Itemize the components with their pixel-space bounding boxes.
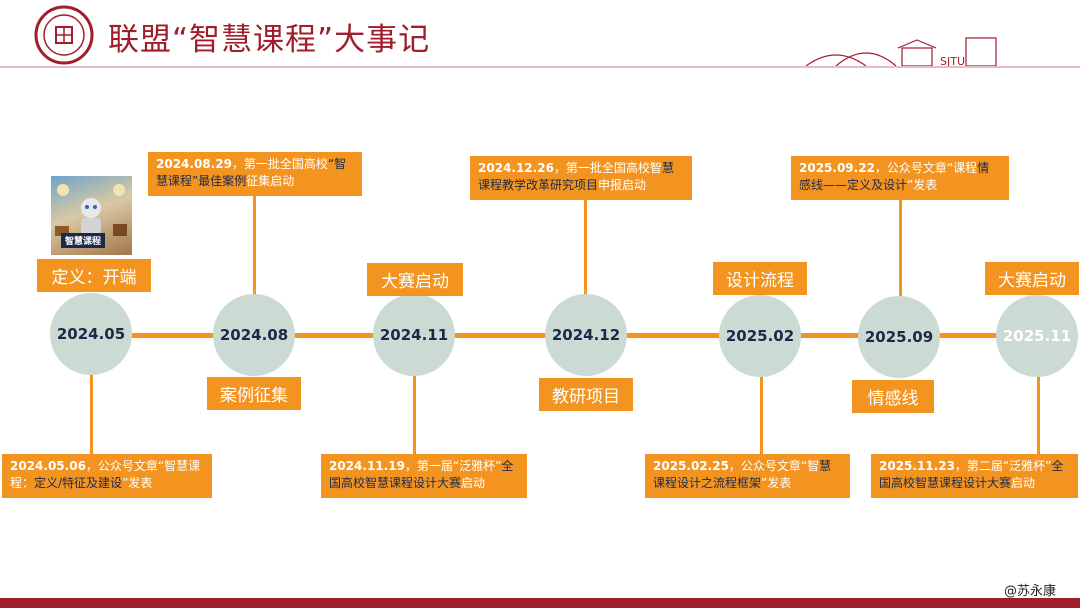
connector	[90, 374, 93, 454]
event-box: 2024.05.06，公众号文章“智慧课程：定义/特征及建设”发表	[2, 454, 212, 498]
event-box: 2024.12.26，第一批全国高校智慧课程教学改革研究项目申报启动	[470, 156, 692, 200]
timeline-node: 2024.08	[213, 294, 295, 376]
event-box: 2024.11.19，第一届“泛雅杯”全国高校智慧课程设计大赛启动	[321, 454, 527, 498]
timeline-node: 2024.12	[545, 294, 627, 376]
footer-bar	[0, 598, 1080, 608]
connector	[899, 200, 902, 296]
page-title: 联盟“智慧课程”大事记	[108, 14, 430, 59]
phase-label: 定义：开端	[37, 259, 151, 292]
timeline-node: 2025.09	[858, 296, 940, 378]
author-credit: @苏永康	[1004, 580, 1056, 599]
connector	[584, 200, 587, 296]
event-box: 2025.02.25，公众号文章“智慧课程设计之流程框架”发表	[645, 454, 850, 498]
timeline-node: 2024.11	[373, 294, 455, 376]
event-box: 2024.08.29，第一批全国高校“智慧课程”最佳案例征集启动	[148, 152, 362, 196]
timeline-node: 2024.05	[50, 293, 132, 375]
connector	[413, 376, 416, 454]
thumbnail-caption: 智慧课程	[61, 233, 105, 248]
header-divider	[0, 66, 1080, 68]
phase-label: 大赛启动	[985, 262, 1079, 295]
event-box: 2025.11.23，第二届“泛雅杯”全国高校智慧课程设计大赛启动	[871, 454, 1078, 498]
phase-label: 案例征集	[207, 377, 301, 410]
connector	[1037, 376, 1040, 454]
connector	[760, 376, 763, 454]
timeline-node: 2025.02	[719, 295, 801, 377]
campus-gate-skyline-icon: SJTU	[806, 36, 1002, 70]
robot-reading-books-illustration: 智慧课程	[49, 174, 134, 257]
phase-label: 情感线	[852, 380, 934, 413]
connector	[253, 196, 256, 296]
event-box: 2025.09.22，公众号文章“课程情感线——定义及设计”发表	[791, 156, 1009, 200]
phase-label: 设计流程	[713, 262, 807, 295]
phase-label: 教研项目	[539, 378, 633, 411]
university-seal-icon	[34, 5, 94, 65]
phase-label: 大赛启动	[367, 263, 463, 296]
timeline-node: 2025.11	[996, 295, 1078, 377]
